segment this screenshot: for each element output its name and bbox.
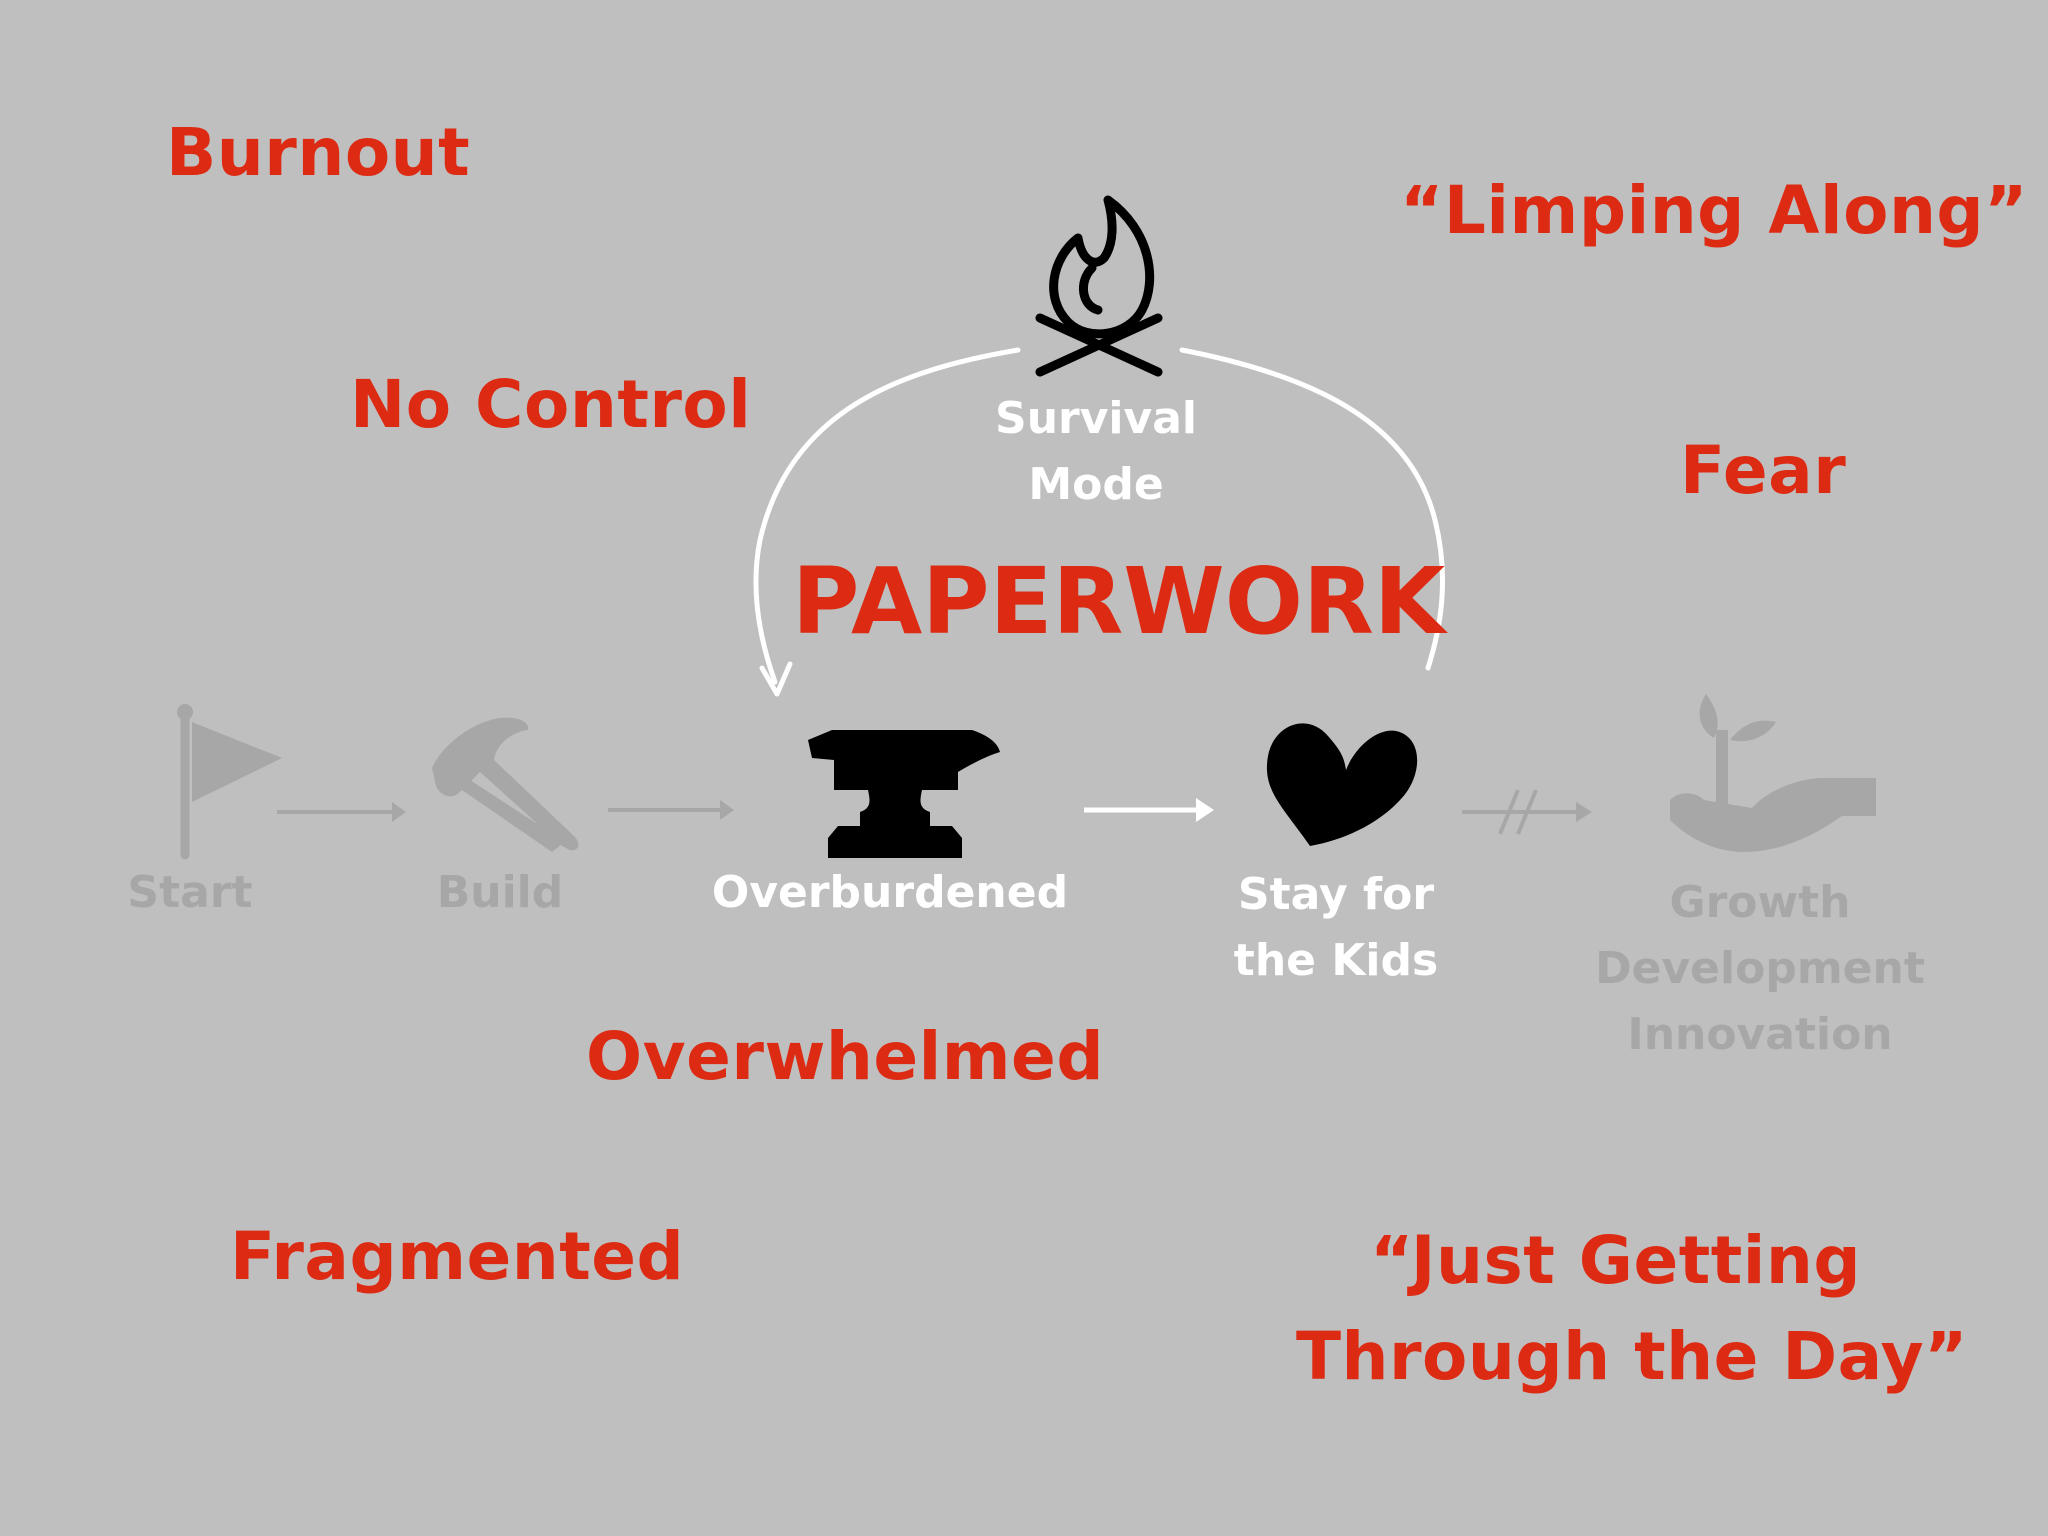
survival-mode-label: Survival Mode <box>960 386 1232 518</box>
stage-label-stay-for-the-kids: Stay for the Kids <box>1216 862 1456 994</box>
hammer-icon <box>432 717 579 852</box>
campfire-icon <box>1035 195 1163 377</box>
flag-icon <box>177 704 282 860</box>
survival-mode-line2: Mode <box>1028 459 1164 510</box>
plant-in-hand-icon <box>1670 694 1876 852</box>
stage-label-start: Start <box>127 867 253 918</box>
stay-line2: the Kids <box>1233 935 1439 986</box>
growth-line1: Growth <box>1669 877 1851 928</box>
word-no-control: No Control <box>350 366 752 443</box>
stage-label-growth: Growth Development Innovation <box>1580 870 1940 1068</box>
arrow-start-build <box>277 802 406 822</box>
arrow-overburdened-stay <box>1084 798 1214 822</box>
word-limping-along: “Limping Along” <box>1400 172 2029 249</box>
stage-label-build: Build <box>436 867 564 918</box>
anvil-icon <box>808 730 1000 858</box>
growth-line2: Development <box>1595 943 1925 994</box>
word-fragmented: Fragmented <box>230 1218 685 1295</box>
center-title: PAPERWORK <box>792 548 1446 655</box>
word-fear: Fear <box>1680 432 1847 509</box>
arrow-stay-growth-blocked <box>1462 789 1592 835</box>
word-just-getting-line1: “Just Getting <box>1370 1222 1862 1299</box>
stay-line1: Stay for <box>1237 869 1435 920</box>
heart-icon <box>1266 723 1418 846</box>
growth-line3: Innovation <box>1627 1009 1893 1060</box>
stage-label-overburdened: Overburdened <box>711 867 1069 918</box>
word-overwhelmed: Overwhelmed <box>586 1018 1105 1095</box>
survival-loop-arc <box>753 347 1446 697</box>
survival-mode-line1: Survival <box>995 393 1197 444</box>
arrow-build-overburdened <box>608 800 734 820</box>
word-burnout: Burnout <box>166 114 471 191</box>
word-just-getting-line2: Through the Day” <box>1296 1318 1969 1395</box>
